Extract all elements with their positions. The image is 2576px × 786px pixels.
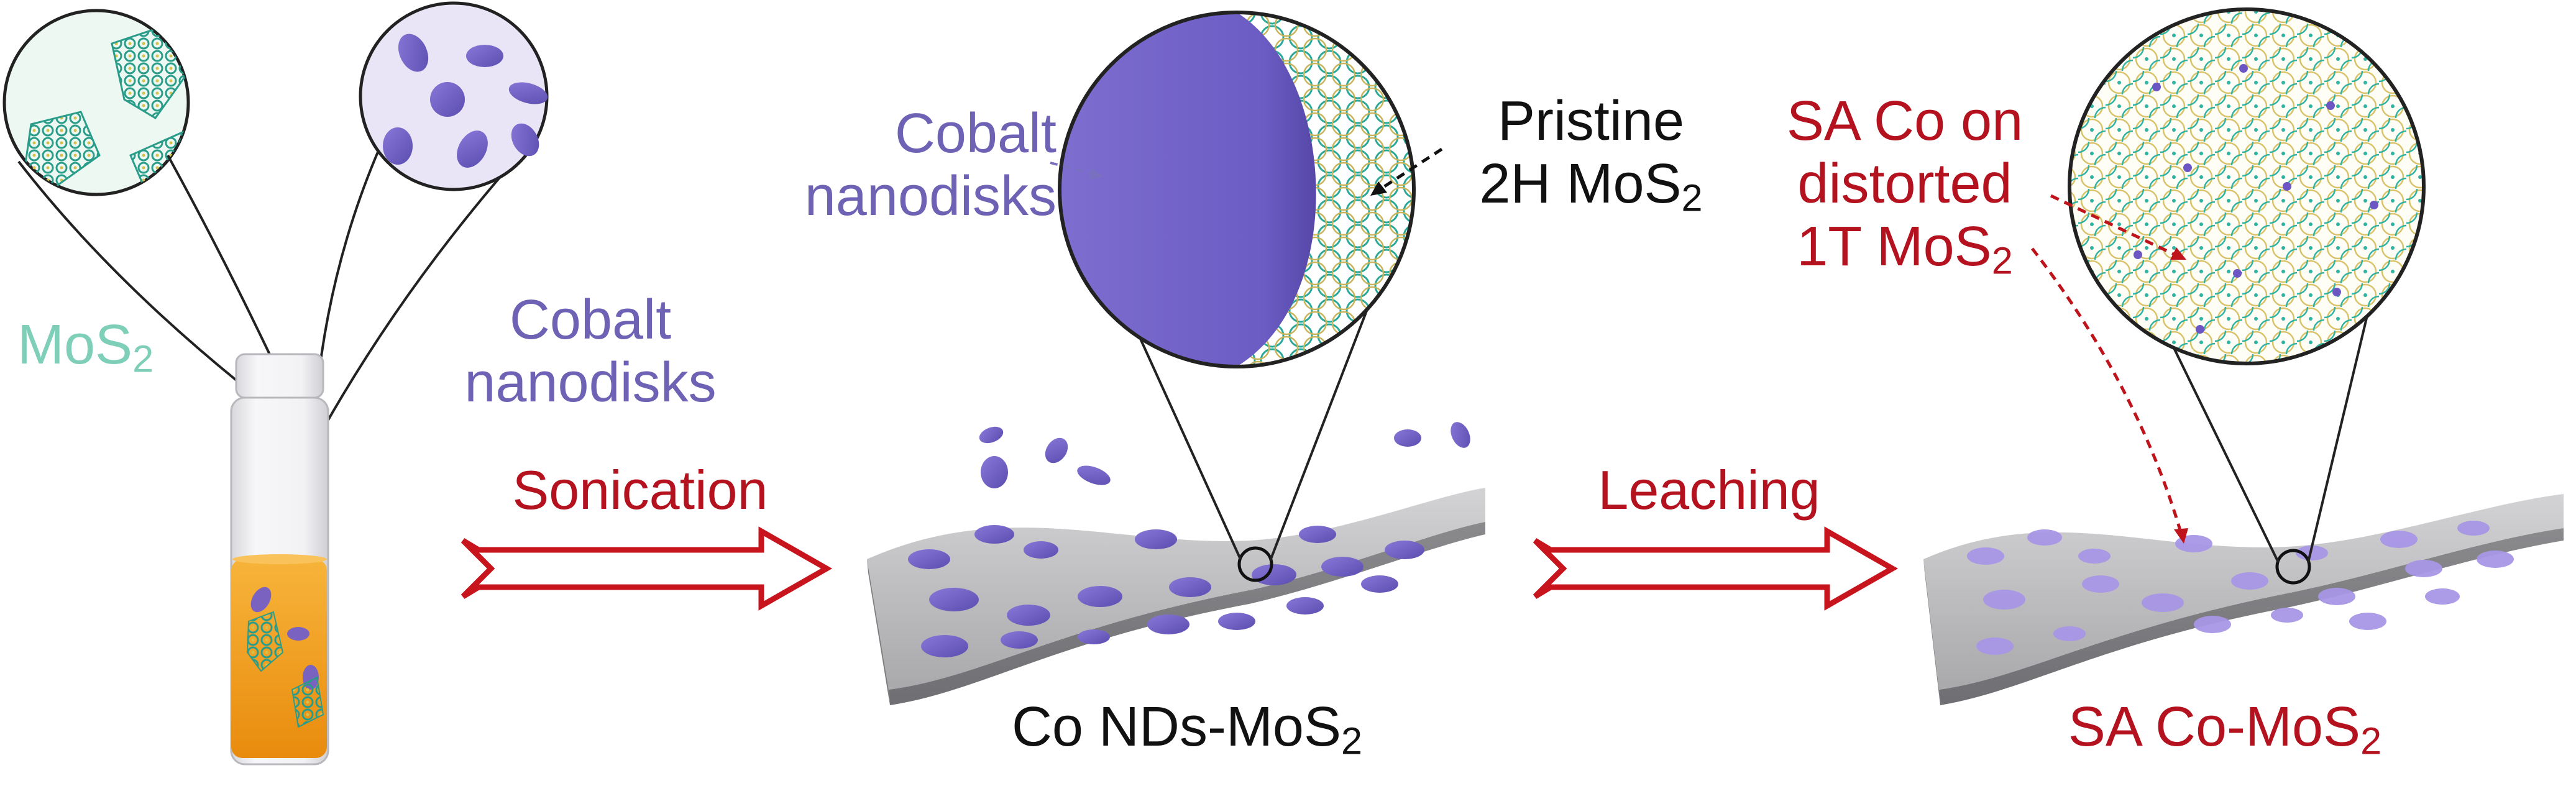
pristine-lattice-zoom-icon [1057,9,1417,370]
mos2-label: MoS2 [17,314,154,380]
glass-vial-icon [231,354,328,764]
cobalt-left-line-2: nanodisks [447,352,733,414]
mos2-flake-zoom-icon [4,11,199,199]
sa-line-1: SA Co on [1765,90,2045,153]
single-atom-lattice-zoom-icon [2066,6,2427,367]
sonication-label: Sonication [472,460,808,521]
pristine-line-2: 2H MoS2 [1448,153,1734,219]
pristine-line-1: Pristine [1448,90,1734,153]
sa-co-distorted-label: SA Co on distorted 1T MoS2 [1765,90,2045,282]
sa-line-2: distorted [1765,153,2045,216]
co-nds-mos2-label: Co NDs-MoS2 [969,696,1405,762]
sa-line-3: 1T MoS2 [1765,216,2045,282]
sonication-arrow-icon [463,531,827,606]
leaching-arrow-icon [1535,531,1892,606]
cobalt-mid-line-1: Cobalt [771,103,1057,165]
leaching-label: Leaching [1541,460,1877,521]
cobalt-nanodisk-zoom-icon [360,3,550,190]
cobalt-nanodisks-middle-label: Cobalt nanodisks [771,103,1057,228]
cobalt-mid-line-2: nanodisks [771,165,1057,228]
sa-co-mos2-label: SA Co-MoS2 [2026,696,2424,762]
cobalt-nanodisks-left-label: Cobalt nanodisks [447,289,733,414]
pristine-2h-mos2-label: Pristine 2H MoS2 [1448,90,1734,219]
cobalt-left-line-1: Cobalt [447,289,733,352]
